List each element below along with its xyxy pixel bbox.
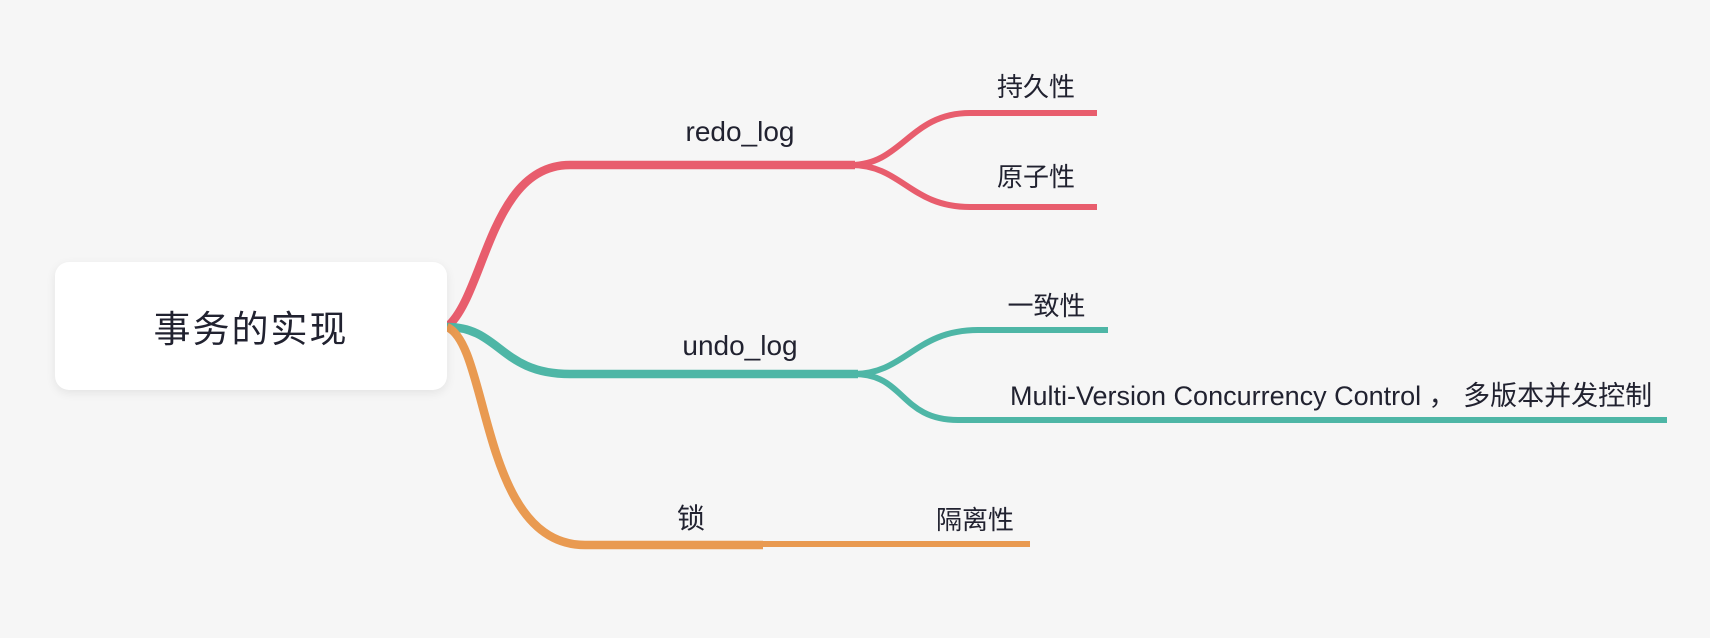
subtopic-durability[interactable]: 持久性 (996, 72, 1075, 102)
subtopic-isolation[interactable]: 隔离性 (935, 505, 1014, 535)
branch-topic-redo-log[interactable]: redo_log (685, 116, 795, 147)
root-topic[interactable]: 事务的实现 (55, 262, 447, 390)
edge-undo-log-to-consistency (853, 327, 1108, 377)
branch-topic-lock[interactable]: 锁 (676, 503, 705, 534)
edge-root-to-undo-log (446, 322, 858, 379)
subtopic-consistency[interactable]: 一致性 (1007, 291, 1086, 321)
subtopic-mvcc[interactable]: Multi-Version Concurrency Control ， 多版本并… (1010, 381, 1653, 411)
edge-undo-log-to-mvcc (853, 371, 1667, 423)
branch-topic-undo-log[interactable]: undo_log (682, 330, 798, 361)
subtopic-atomicity[interactable]: 原子性 (996, 162, 1075, 192)
edge-root-to-lock (444, 323, 763, 550)
edge-redo-log-to-durability (850, 110, 1097, 168)
edge-root-to-redo-log (444, 160, 855, 331)
edge-redo-log-to-atomicity (850, 162, 1097, 210)
